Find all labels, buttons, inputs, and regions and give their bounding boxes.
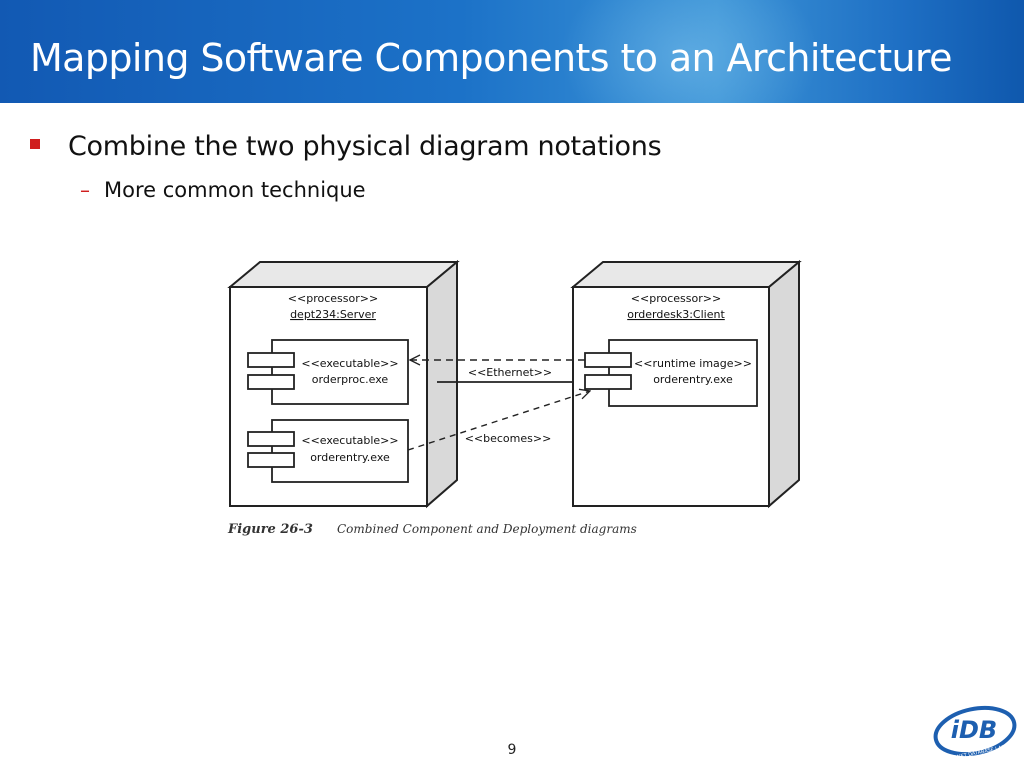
bullet-item: Combine the two physical diagram notatio… (30, 128, 662, 164)
component-tab-icon (584, 352, 632, 368)
component-tab-icon (247, 374, 295, 390)
component-body (271, 339, 409, 405)
slide-title: Mapping Software Components to an Archit… (30, 36, 953, 80)
component-orderproc: <<executable>> orderproc.exe (247, 339, 409, 405)
server-name: dept234:Server (290, 308, 376, 321)
client-stereotype: <<processor>> (631, 292, 721, 305)
sub-bullet-text: More common technique (104, 178, 366, 202)
becomes-label: <<becomes>> (465, 432, 552, 445)
ethernet-label: <<Ethernet>> (468, 366, 552, 379)
server-stereotype: <<processor>> (288, 292, 378, 305)
component-body (608, 339, 758, 407)
client-name: orderdesk3:Client (627, 308, 725, 321)
component-name: orderentry.exe (653, 373, 733, 386)
idb-logo: iDB INTERNET DATABASE LAB (933, 705, 1017, 762)
client-node-side-face (768, 259, 800, 509)
component-stereotype: <<runtime image>> (634, 357, 752, 370)
component-orderentry-server: <<executable>> orderentry.exe (247, 419, 409, 483)
sub-bullet-item: – More common technique (80, 176, 366, 204)
becomes-arrow (407, 391, 590, 451)
server-node-side-face (426, 259, 458, 509)
component-name: orderproc.exe (312, 373, 389, 386)
component-tab-icon (247, 452, 295, 468)
server-node-top-face (227, 261, 460, 288)
component-stereotype: <<executable>> (301, 434, 398, 447)
component-tab-icon (584, 374, 632, 390)
dash-bullet-icon: – (80, 178, 90, 202)
component-tab-icon (247, 431, 295, 447)
component-stereotype: <<executable>> (301, 357, 398, 370)
bullet-text: Combine the two physical diagram notatio… (68, 130, 662, 162)
logo-ring (933, 705, 1017, 757)
client-node-top-face (570, 261, 802, 288)
logo-text: iDB (951, 716, 997, 744)
title-bar: Mapping Software Components to an Archit… (0, 0, 1024, 103)
component-body (271, 419, 409, 483)
figure-caption: Combined Component and Deployment diagra… (337, 522, 637, 536)
page-number: 9 (507, 742, 517, 758)
component-orderentry-client: <<runtime image>> orderentry.exe (584, 339, 758, 407)
figure-number: Figure 26-3 (227, 522, 313, 537)
component-name: orderentry.exe (310, 451, 390, 464)
component-tab-icon (247, 352, 295, 368)
header-highlight (560, 0, 820, 103)
square-bullet-icon (30, 139, 40, 149)
